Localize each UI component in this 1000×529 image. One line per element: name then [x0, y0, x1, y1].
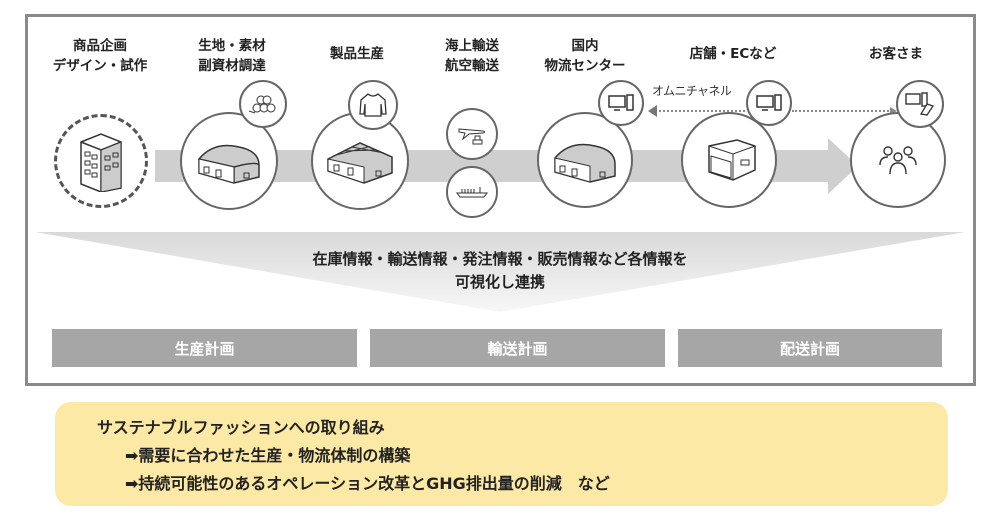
omnichannel-dotted-line — [792, 110, 892, 112]
production-plan-bar: 生産計画 — [52, 329, 357, 367]
sustainability-item: ➡需要に合わせた生産・物流体制の構築 — [125, 446, 411, 465]
warehouse-icon — [554, 143, 616, 183]
stage-label-store: 店舗・ECなど — [663, 44, 803, 64]
label-line: 店舗・ECなど — [689, 46, 777, 62]
store-computer-circle — [746, 80, 792, 126]
apparel-circle — [348, 80, 398, 130]
label-line: 航空輸送 — [445, 58, 499, 74]
stage-label-planning: 商品企画デザイン・試作 — [30, 36, 170, 76]
omnichannel-dotted-line — [655, 110, 745, 112]
sustainability-item: ➡持続可能性のあるオペレーション改革とGHG排出量の削減 など — [125, 474, 610, 493]
sustainability-box — [55, 402, 948, 506]
info-funnel-shape — [35, 232, 965, 312]
stage-label-materials: 生地・素材副資材調達 — [162, 36, 302, 76]
omnichannel-arrow-left — [648, 105, 657, 117]
computer-smartphone-icon — [905, 92, 935, 116]
fabric-rolls-circle — [239, 80, 287, 128]
label-line: 物流センター — [544, 58, 626, 74]
materials-warehouse-circle — [180, 112, 278, 210]
delivery-plan-bar: 配送計画 — [678, 329, 942, 367]
sustainability-title: サステナブルファッションへの取り組み — [97, 418, 385, 437]
warehouse-icon — [198, 144, 260, 184]
stage-label-production: 製品生産 — [287, 44, 427, 64]
stage-label-dc: 国内物流センター — [515, 36, 655, 76]
label-line: 国内 — [571, 38, 599, 54]
people-icon — [879, 146, 917, 175]
label-line: 製品生産 — [330, 46, 384, 62]
office-building-icon — [80, 133, 122, 192]
office-building-circle — [54, 114, 148, 208]
sea-transport-circle — [446, 166, 498, 218]
factory-icon — [327, 142, 393, 184]
stage-label-transport: 海上輸送航空輸送 — [402, 36, 542, 76]
store-icon — [708, 139, 756, 181]
fabric-rolls-icon — [248, 95, 276, 114]
ship-icon — [456, 187, 488, 198]
stage-label-customer: お客さま — [826, 44, 966, 64]
factory-circle — [311, 112, 409, 210]
airplane-icon — [458, 128, 485, 145]
customer-devices-circle — [896, 80, 944, 128]
customer-circle — [850, 112, 946, 208]
funnel-text-line1: 在庫情報・輸送情報・発注情報・販売情報など各情報を — [312, 250, 688, 268]
label-line: 海上輸送 — [445, 38, 499, 54]
label-line: デザイン・試作 — [52, 58, 148, 74]
label-line: お客さま — [869, 46, 923, 62]
funnel-text-line2: 可視化し連携 — [454, 273, 545, 291]
sweater-icon — [359, 93, 387, 117]
air-transport-circle — [446, 108, 498, 160]
omnichannel-label: オムニチャネル — [652, 84, 732, 98]
label-line: 生地・素材 — [198, 38, 266, 54]
transport-plan-bar: 輸送計画 — [370, 329, 665, 367]
computer-icon — [756, 94, 782, 111]
diagram-frame — [25, 14, 976, 386]
dc-computer-circle — [598, 80, 644, 126]
label-line: 副資材調達 — [198, 58, 266, 74]
distribution-center-circle — [537, 112, 633, 208]
store-circle — [681, 112, 777, 208]
computer-icon — [608, 94, 634, 111]
omnichannel-arrow-right — [890, 107, 897, 115]
label-line: 商品企画 — [73, 38, 127, 54]
